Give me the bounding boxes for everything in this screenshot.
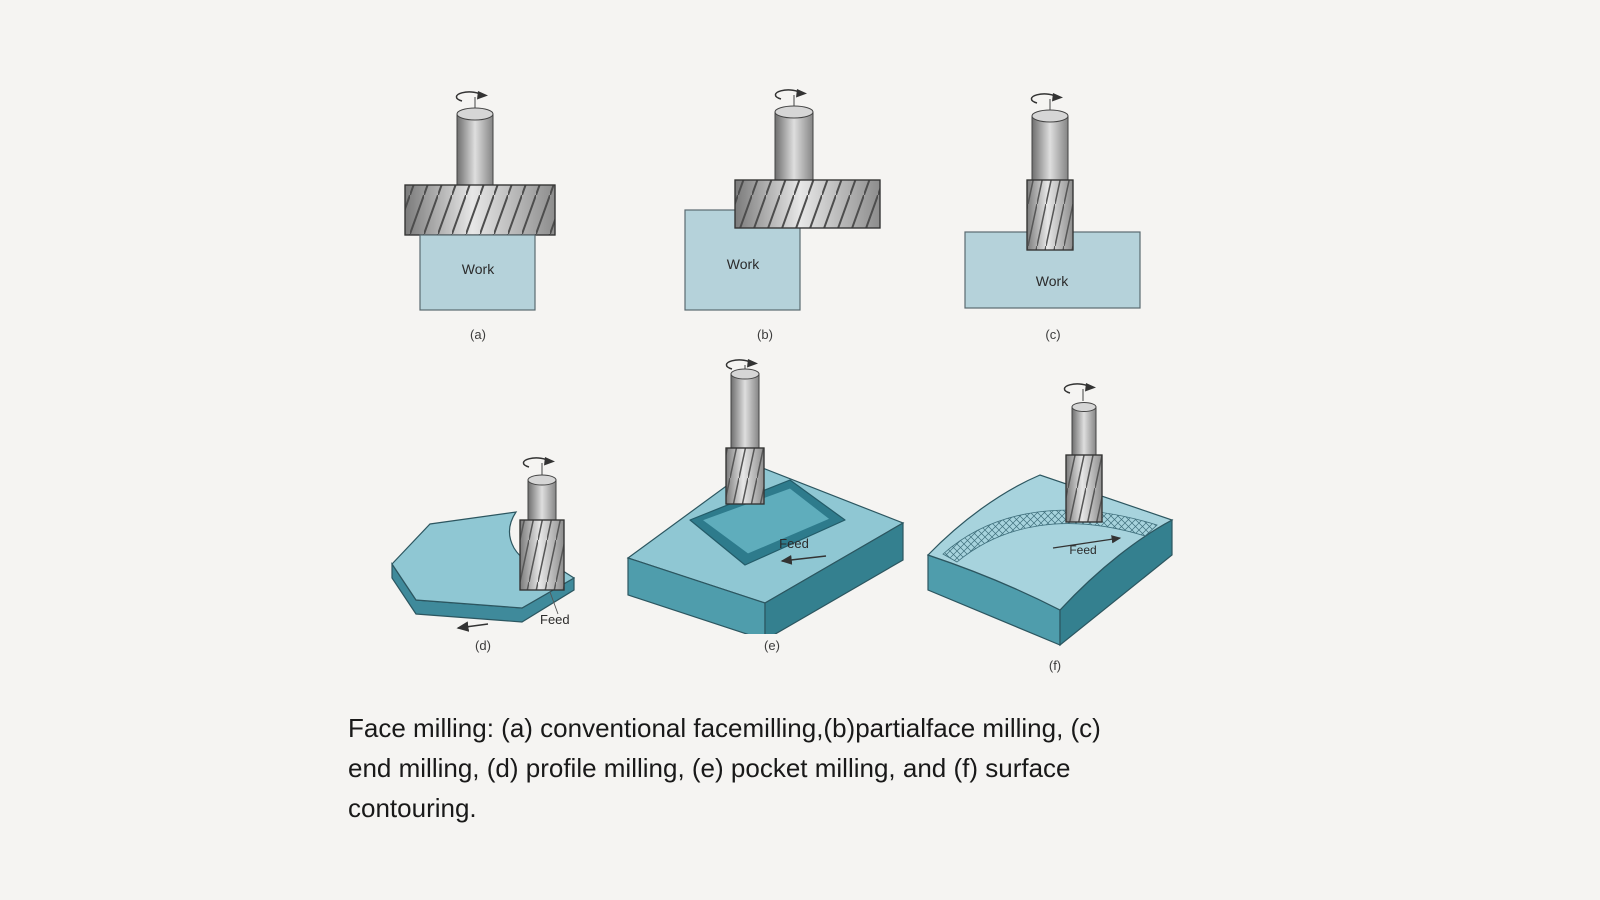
work-label: Work <box>1036 273 1069 289</box>
work-label: Work <box>727 256 760 272</box>
rotation-arrow-icon <box>1063 382 1097 402</box>
face-mill-cutter <box>404 107 556 236</box>
feed-label: Feed <box>779 536 809 551</box>
figure-a-conventional-face-milling: Work (a) <box>368 78 588 342</box>
figure-b-label: (b) <box>757 327 773 342</box>
figure-a-drawing: Work <box>404 90 556 311</box>
figure-f-label: (f) <box>1048 658 1062 673</box>
rotation-arrow-icon <box>774 88 808 108</box>
figure-a-label: (a) <box>470 327 486 342</box>
figure-e-pocket-milling: Feed (e) <box>622 352 922 653</box>
feed-arrow-icon <box>456 621 489 632</box>
face-mill-cutter <box>734 105 881 229</box>
figure-c-end-milling: Work (c) <box>938 78 1168 342</box>
caption-line-3: contouring. <box>348 793 477 823</box>
figure-c-label: (c) <box>1045 327 1061 342</box>
figure-d-label: (d) <box>475 638 491 653</box>
figure-e-label: (e) <box>764 638 780 653</box>
figure-f-surface-contouring: Feed (f) <box>915 362 1195 673</box>
machined-contour-band <box>942 509 1158 563</box>
end-mill-cutter <box>519 474 565 591</box>
caption-line-1: Face milling: (a) conventional facemilli… <box>348 713 1101 743</box>
ball-end-mill-cutter <box>1065 402 1103 523</box>
end-mill-cutter <box>1026 109 1074 251</box>
figure-b-partial-face-milling: Work (b) <box>640 78 890 342</box>
rotation-arrow-icon <box>1030 92 1064 112</box>
workpiece-block <box>926 474 1174 647</box>
work-label: Work <box>462 261 495 277</box>
caption-line-2: end milling, (d) profile milling, (e) po… <box>348 753 1071 783</box>
figure-d-profile-milling: Feed (d) <box>358 372 608 653</box>
rotation-arrow-icon <box>522 456 556 476</box>
figure-e-drawing: Feed <box>626 358 905 634</box>
figure-f-drawing: Feed <box>926 382 1174 647</box>
work-block: Work <box>419 234 536 311</box>
figure-b-drawing: Work <box>684 88 881 311</box>
figure-d-drawing: Feed <box>391 456 576 632</box>
feed-arrow-icon <box>780 555 827 565</box>
figure-caption: Face milling: (a) conventional facemilli… <box>348 708 1268 828</box>
end-mill-cutter <box>725 368 765 505</box>
figure-c-drawing: Work <box>964 92 1141 309</box>
feed-label: Feed <box>1069 543 1096 557</box>
feed-label: Feed <box>540 612 570 627</box>
feed-arrow-icon <box>1052 535 1122 549</box>
feed-leader-line <box>549 591 559 615</box>
rotation-arrow-icon <box>455 90 489 110</box>
